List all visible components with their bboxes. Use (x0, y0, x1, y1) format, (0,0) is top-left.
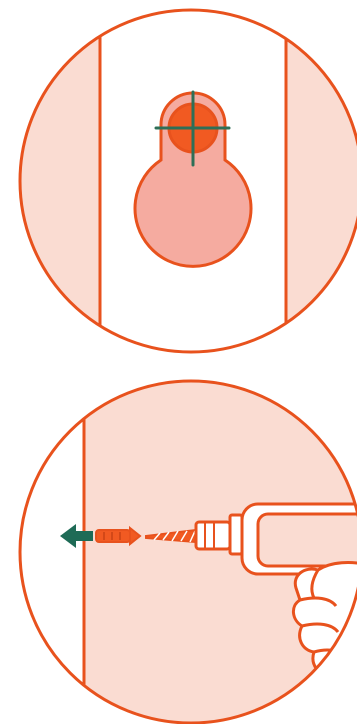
drill-chuck (196, 515, 242, 554)
keyhole-alignment-panel (20, 0, 357, 400)
wall-edge-area (0, 370, 84, 724)
drilling-anchor-panel (0, 370, 357, 724)
wall-anchor-plug (96, 528, 140, 544)
